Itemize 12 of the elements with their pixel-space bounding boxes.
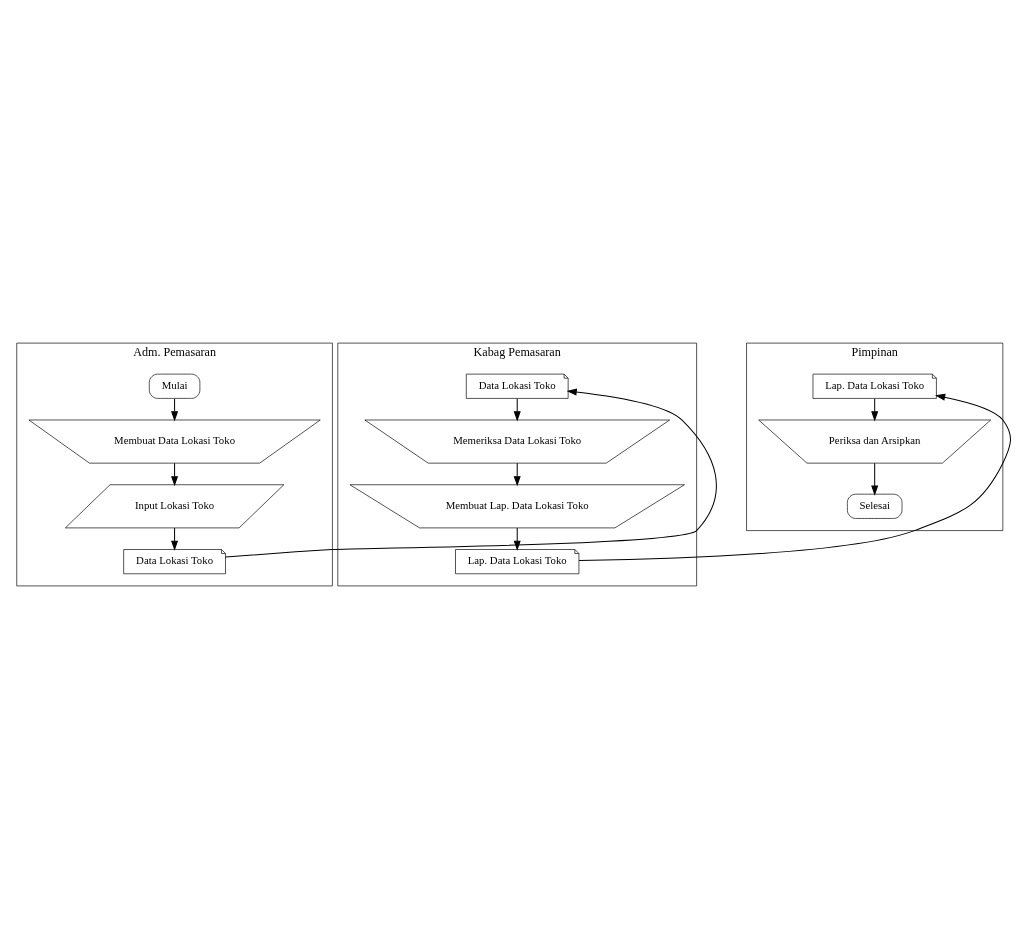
arrow xyxy=(513,398,521,422)
arrow xyxy=(171,462,179,487)
arrow xyxy=(171,527,179,551)
arrow xyxy=(513,462,521,487)
arrow xyxy=(578,393,1011,561)
arrow xyxy=(225,388,717,558)
arrow xyxy=(171,398,179,422)
node-box: Selesai xyxy=(847,493,903,519)
arrow xyxy=(871,398,879,422)
arrow xyxy=(513,527,521,551)
arrow xyxy=(871,462,879,496)
node-box: Mulai xyxy=(148,373,201,399)
